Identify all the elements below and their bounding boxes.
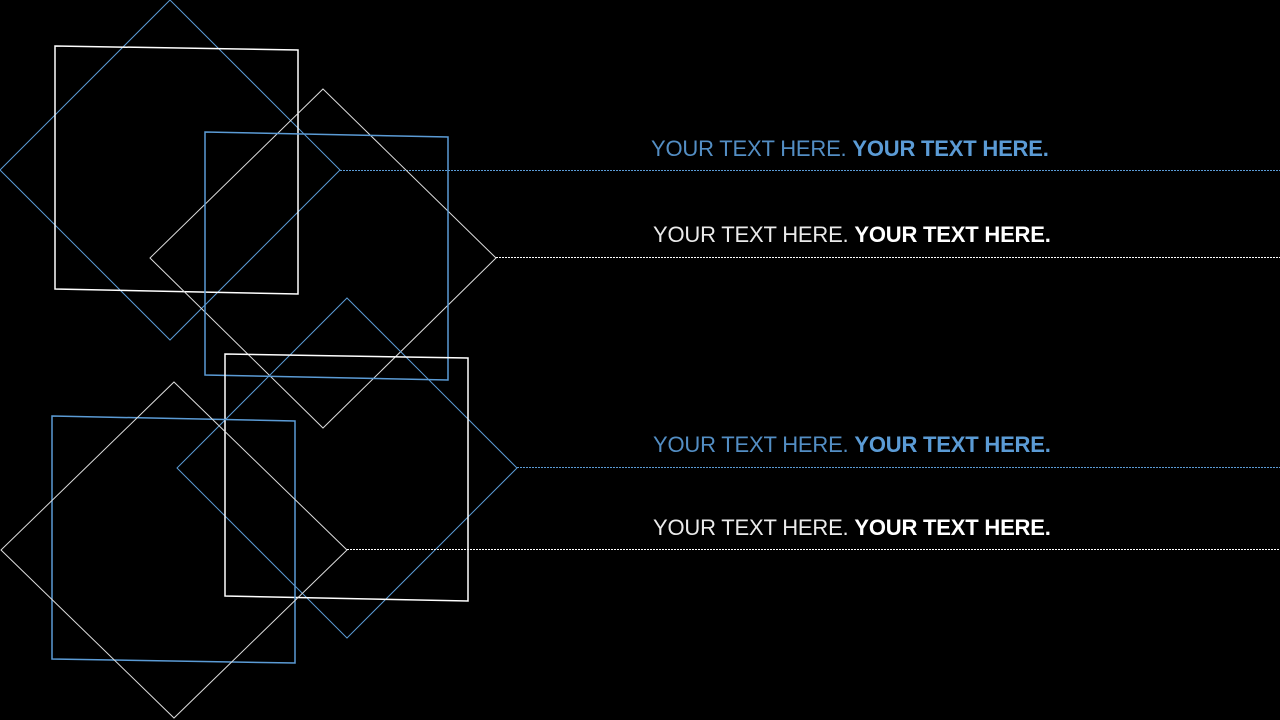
text-row-2: YOUR TEXT HERE. YOUR TEXT HERE. (653, 222, 1051, 248)
text-bold: YOUR TEXT HERE. (854, 515, 1051, 540)
text-bold: YOUR TEXT HERE. (854, 432, 1051, 457)
blue-diamond-3 (176, 297, 518, 639)
white-square-1 (54, 45, 299, 295)
white-diamond-2 (149, 88, 497, 429)
text-bold: YOUR TEXT HERE. (852, 136, 1049, 161)
blue-diamond-1 (0, 0, 341, 341)
text-bold: YOUR TEXT HERE. (854, 222, 1051, 247)
blue-square-4 (51, 415, 296, 664)
text-light: YOUR TEXT HERE. (653, 432, 855, 457)
text-row-4: YOUR TEXT HERE. YOUR TEXT HERE. (653, 515, 1051, 541)
text-light: YOUR TEXT HERE. (651, 136, 853, 161)
white-square-3 (224, 353, 469, 602)
text-row-1: YOUR TEXT HERE. YOUR TEXT HERE. (651, 136, 1049, 162)
text-light: YOUR TEXT HERE. (653, 515, 855, 540)
text-row-3: YOUR TEXT HERE. YOUR TEXT HERE. (653, 432, 1051, 458)
blue-square-2 (204, 131, 449, 381)
white-diamond-4 (0, 381, 348, 719)
text-light: YOUR TEXT HERE. (653, 222, 855, 247)
